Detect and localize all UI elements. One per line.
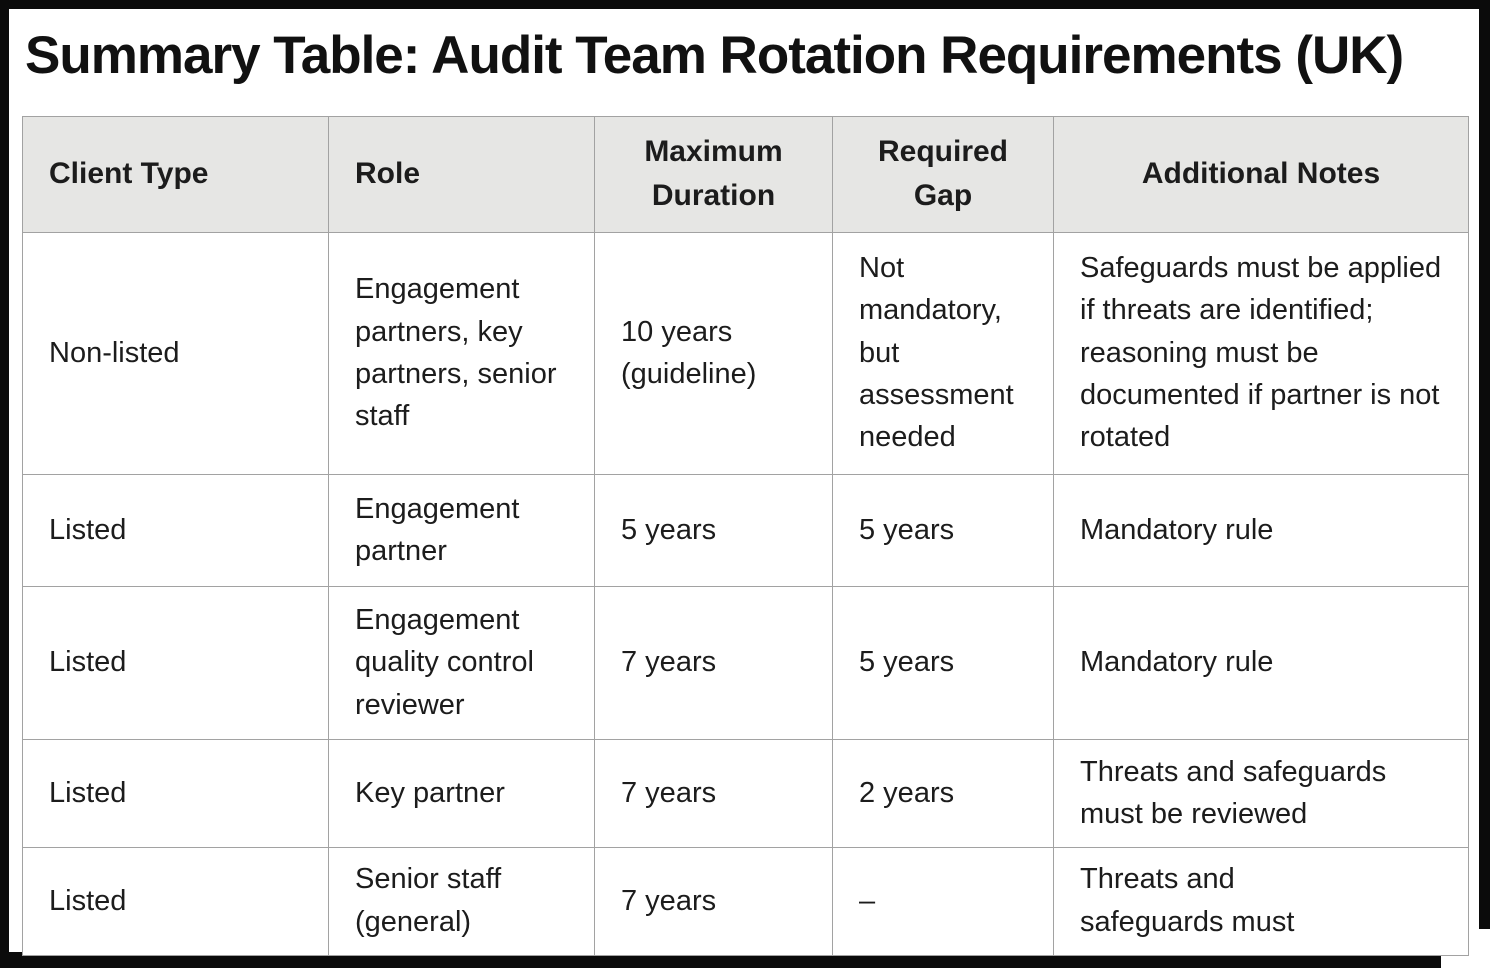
cell-additional-notes: Safeguards must be applied if threats ar…: [1053, 232, 1469, 476]
document-content: Summary Table: Audit Team Rotation Requi…: [9, 9, 1479, 957]
cell-maximum-duration: 10 years (guideline): [594, 232, 833, 476]
table-header: Client Type Role Maximum Duration Requir…: [22, 116, 1469, 234]
frame-border-right: [1479, 0, 1490, 929]
cell-required-gap: 5 years: [832, 586, 1054, 741]
cell-required-gap: –: [832, 847, 1054, 957]
cell-maximum-duration: 7 years: [594, 586, 833, 741]
cell-role: Key partner: [328, 739, 595, 849]
table-row-non-listed: Non-listed Engagement partners, key part…: [22, 232, 1469, 476]
cell-additional-notes: Mandatory rule: [1053, 586, 1469, 741]
cell-client-type: Listed: [22, 586, 329, 741]
cell-additional-notes: Mandatory rule: [1053, 474, 1469, 588]
cell-client-type: Listed: [22, 847, 329, 957]
cell-maximum-duration: 7 years: [594, 847, 833, 957]
cell-client-type: Listed: [22, 739, 329, 849]
cell-client-type: Listed: [22, 474, 329, 588]
cell-required-gap: 2 years: [832, 739, 1054, 849]
table-row-listed-key-partner: Listed Key partner 7 years 2 years Threa…: [22, 739, 1469, 849]
cell-client-type: Non-listed: [22, 232, 329, 476]
cell-required-gap: Not mandatory, but assessment needed: [832, 232, 1054, 476]
cell-role: Senior staff (general): [328, 847, 595, 957]
table-row-listed-engagement-partner: Listed Engagement partner 5 years 5 year…: [22, 474, 1469, 588]
table-row-listed-eqc-reviewer: Listed Engagement quality control review…: [22, 586, 1469, 741]
column-header-role: Role: [328, 116, 595, 234]
column-header-client-type: Client Type: [22, 116, 329, 234]
audit-rotation-table: Client Type Role Maximum Duration Requir…: [22, 116, 1469, 957]
table-row-listed-senior-staff: Listed Senior staff (general) 7 years – …: [22, 847, 1469, 957]
frame-border-top: [0, 0, 1490, 9]
cell-required-gap: 5 years: [832, 474, 1054, 588]
frame-border-left: [0, 0, 9, 968]
header-row: Client Type Role Maximum Duration Requir…: [22, 116, 1469, 234]
column-header-maximum-duration: Maximum Duration: [594, 116, 833, 234]
page-title: Summary Table: Audit Team Rotation Requi…: [25, 26, 1404, 85]
cell-role: Engagement quality control reviewer: [328, 586, 595, 741]
cell-role: Engagement partner: [328, 474, 595, 588]
frame-border-bottom: [0, 952, 1441, 968]
cell-maximum-duration: 5 years: [594, 474, 833, 588]
cell-additional-notes: Threats and safeguards must: [1053, 847, 1469, 957]
column-header-required-gap: Required Gap: [832, 116, 1054, 234]
table-body: Non-listed Engagement partners, key part…: [22, 232, 1469, 957]
cell-additional-notes: Threats and safeguards must be reviewed: [1053, 739, 1469, 849]
cell-role: Engagement partners, key partners, senio…: [328, 232, 595, 476]
column-header-additional-notes: Additional Notes: [1053, 116, 1469, 234]
cell-maximum-duration: 7 years: [594, 739, 833, 849]
